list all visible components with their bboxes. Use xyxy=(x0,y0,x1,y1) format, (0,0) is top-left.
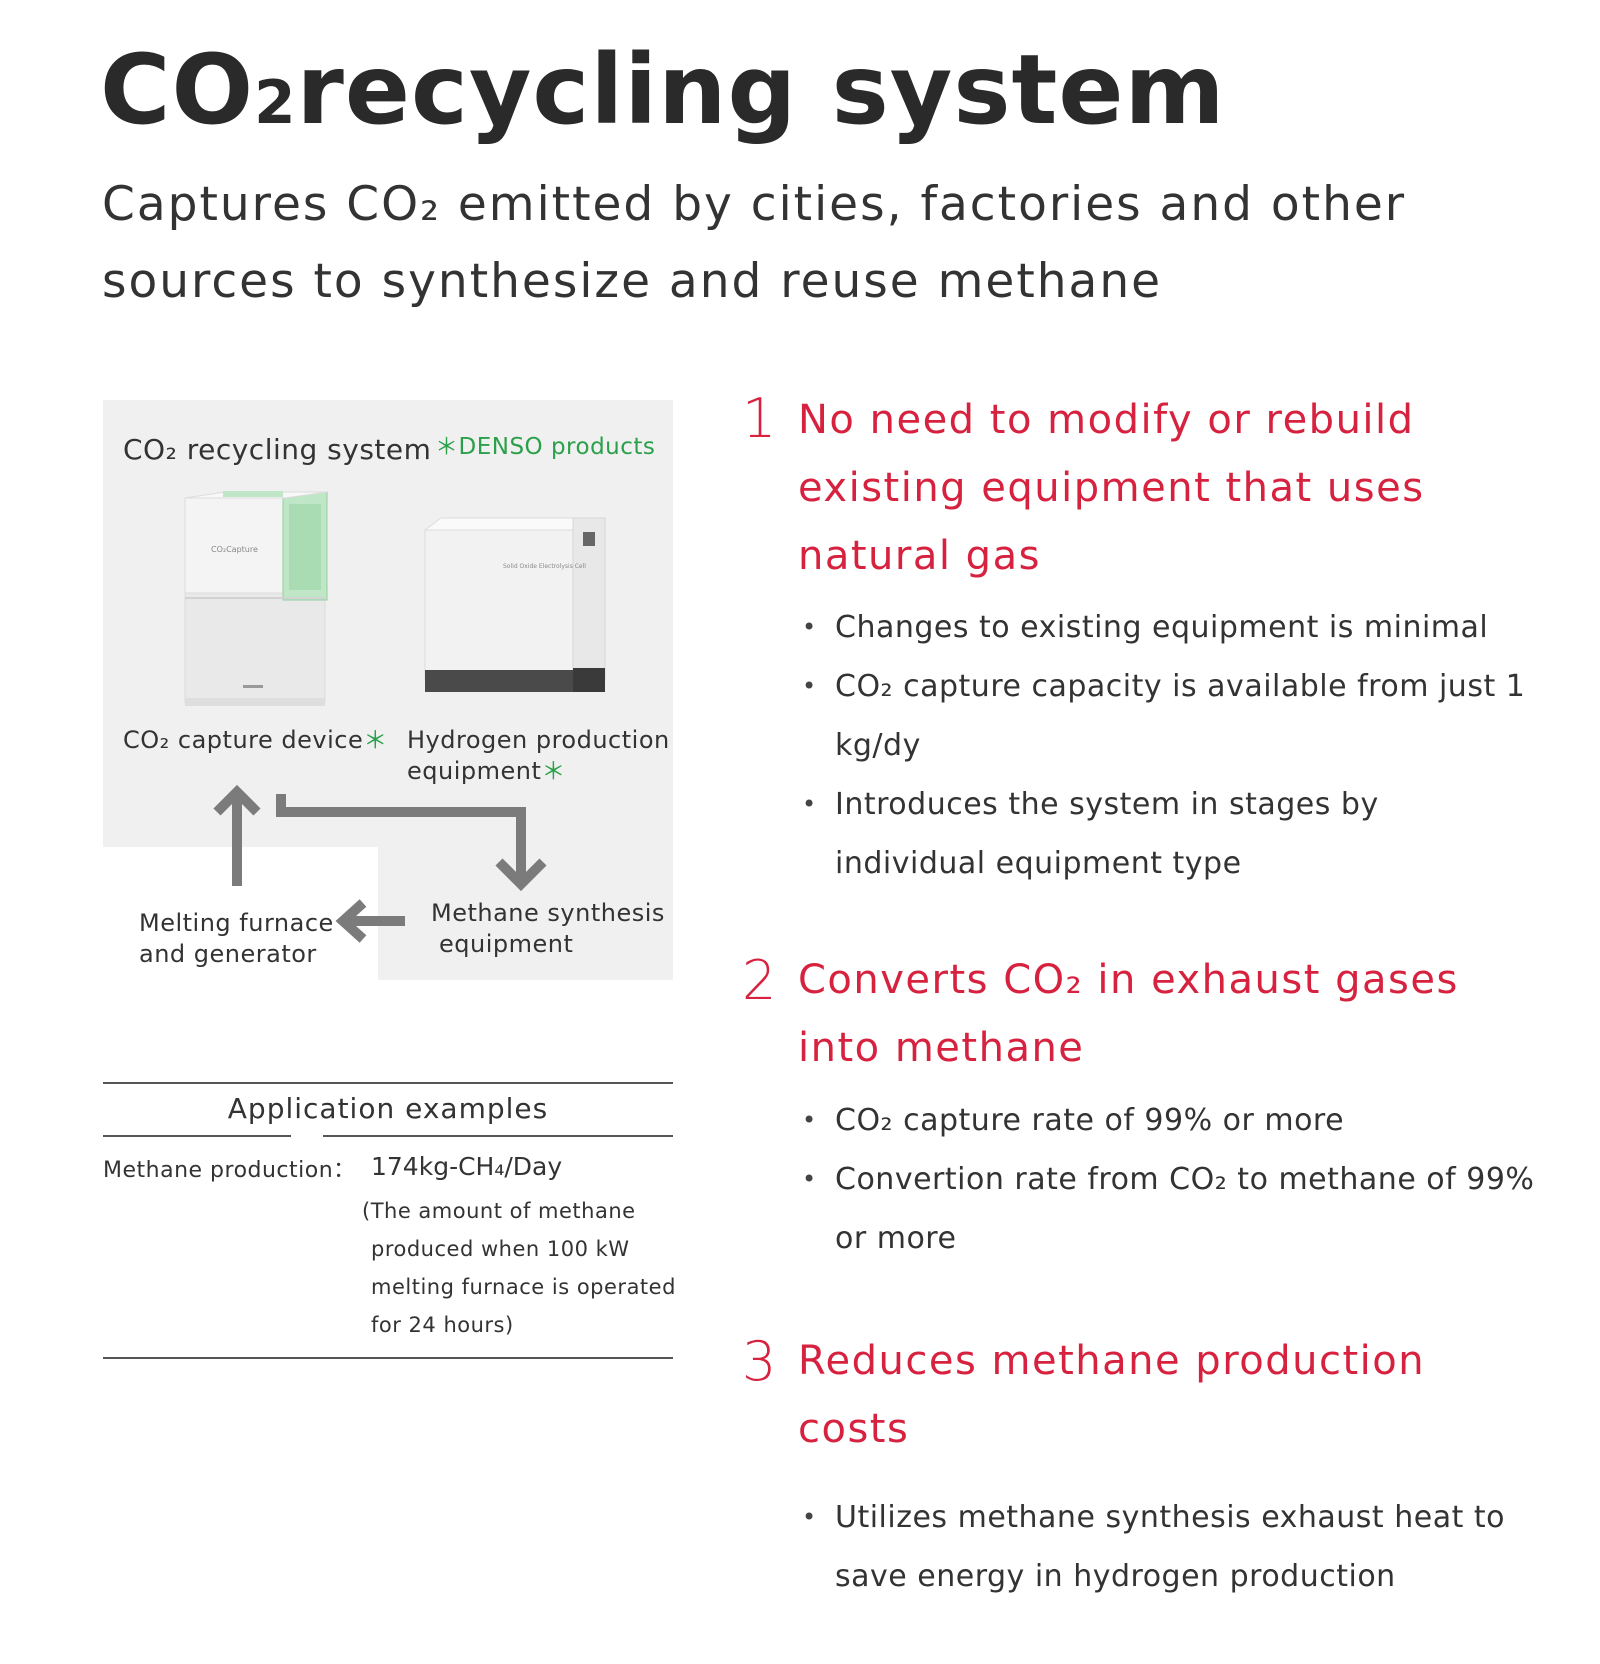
list-item: • Changes to existing equipment is minima… xyxy=(798,598,1538,657)
capture-device-asterisk: ＊ xyxy=(363,726,388,754)
bullet-text: CO₂ capture rate of 99% or more xyxy=(835,1103,1345,1138)
subtitle-line-2: sources to synthesize and reuse methane xyxy=(102,254,1163,309)
feature-3-number: 3 xyxy=(742,1330,777,1393)
feature-2-number: 2 xyxy=(742,949,777,1012)
list-item: • Utilizes methane synthesis exhaust heat… xyxy=(798,1488,1538,1606)
bullet-text: Changes to existing equipment is minimal xyxy=(835,610,1489,645)
bullet-icon: • xyxy=(802,1165,817,1193)
bullet-icon: • xyxy=(802,1503,817,1531)
list-item: • Convertion rate from CO₂ to methane of … xyxy=(798,1150,1538,1268)
furnace-label-line-1: Melting furnace xyxy=(139,909,334,937)
arrow-head-down-icon xyxy=(495,858,547,892)
feature-1-title: No need to modify or rebuild existing eq… xyxy=(798,386,1558,590)
methane-production-label: Methane production： xyxy=(103,1158,356,1183)
feature-2-title-line-2: into methane xyxy=(798,1025,1085,1071)
methane-label-line-2: equipment xyxy=(439,930,574,958)
capture-device-label: CO₂ capture device＊ xyxy=(123,725,388,756)
feature-3-title: Reduces methane production costs xyxy=(798,1327,1558,1463)
hydrogen-equipment-label: Hydrogen production equipment＊ xyxy=(407,725,670,787)
note-line-1: (The amount of methane xyxy=(362,1199,636,1223)
recycling-system-diagram: CO₂Capture Solid Oxide Electrolysis Cell… xyxy=(103,400,673,980)
capture-device-panel-label: CO₂Capture xyxy=(211,545,258,554)
feature-2-title: Converts CO₂ in exhaust gases into metha… xyxy=(798,946,1558,1082)
methane-production-note: (The amount of methane produced when 100… xyxy=(362,1192,682,1344)
app-under-rule-right xyxy=(323,1135,673,1137)
arrow-head-left-icon xyxy=(335,899,367,943)
flow-arrows xyxy=(213,784,547,943)
bullet-text: Convertion rate from CO₂ to methane of 9… xyxy=(835,1162,1535,1256)
app-top-rule xyxy=(103,1082,673,1084)
diagram-graphics: CO₂Capture Solid Oxide Electrolysis Cell xyxy=(103,400,673,980)
diagram-title: CO₂ recycling system xyxy=(123,433,432,466)
feature-3-title-line-1: Reduces methane production xyxy=(798,1338,1426,1384)
feature-2-bullets: • CO₂ capture rate of 99% or more • Conver… xyxy=(798,1091,1538,1268)
methane-synthesis-label: Methane synthesis equipment xyxy=(431,898,665,960)
hydrogen-panel-label: Solid Oxide Electrolysis Cell xyxy=(503,563,586,570)
title-rest: recycling system xyxy=(296,34,1226,146)
feature-1-title-line-1: No need to modify or rebuild xyxy=(798,397,1415,443)
subtitle-line-1: Captures CO₂ emitted by cities, factorie… xyxy=(102,177,1407,232)
page-subtitle: Captures CO₂ emitted by cities, factorie… xyxy=(102,166,1522,320)
hydrogen-label-line-2: equipment xyxy=(407,757,542,785)
hydrogen-equipment-image: Solid Oxide Electrolysis Cell xyxy=(423,517,606,692)
furnace-label-line-2: and generator xyxy=(139,940,317,968)
title-subscript: 2 xyxy=(254,69,297,138)
melting-furnace-label: Melting furnace and generator xyxy=(139,908,334,970)
feature-1-bullets: • Changes to existing equipment is minima… xyxy=(798,598,1538,893)
hydrogen-asterisk: ＊ xyxy=(541,757,566,785)
methane-production-value: 174kg-CH₄/Day xyxy=(371,1152,563,1181)
feature-1-number: 1 xyxy=(742,387,777,450)
bullet-icon: • xyxy=(802,613,817,641)
bullet-text: CO₂ capture capacity is available from j… xyxy=(835,669,1526,763)
note-line-2: produced when 100 kW xyxy=(371,1237,630,1261)
co2-capture-device-image: CO₂Capture xyxy=(184,491,328,706)
feature-1-title-line-2: existing equipment that uses xyxy=(798,465,1425,511)
arrow-capture-to-methane xyxy=(276,794,526,880)
arrow-head-up-icon xyxy=(213,784,261,816)
app-under-rule-left xyxy=(103,1135,291,1137)
note-line-4: for 24 hours) xyxy=(371,1313,514,1337)
application-examples-heading: Application examples xyxy=(227,1092,549,1125)
bullet-icon: • xyxy=(802,1106,817,1134)
list-item: • CO₂ capture rate of 99% or more xyxy=(798,1091,1538,1150)
methane-label-line-1: Methane synthesis xyxy=(431,899,665,927)
note-line-3: melting furnace is operated xyxy=(371,1275,676,1299)
feature-3-title-line-2: costs xyxy=(798,1406,910,1452)
bullet-icon: • xyxy=(802,790,817,818)
feature-1-title-line-3: natural gas xyxy=(798,533,1041,579)
hydrogen-label-line-1: Hydrogen production xyxy=(407,726,670,754)
page-title: CO2recycling system xyxy=(100,37,1226,144)
bullet-text: Introduces the system in stages by indiv… xyxy=(835,787,1379,881)
denso-products-note: ＊DENSO products xyxy=(435,434,656,460)
title-co: CO xyxy=(100,34,255,146)
app-bottom-rule xyxy=(103,1357,673,1359)
capture-device-label-text: CO₂ capture device xyxy=(123,726,364,754)
feature-2-title-line-1: Converts CO₂ in exhaust gases xyxy=(798,957,1459,1003)
feature-3-bullets: • Utilizes methane synthesis exhaust heat… xyxy=(798,1488,1538,1606)
bullet-text: Utilizes methane synthesis exhaust heat … xyxy=(835,1500,1505,1594)
list-item: • CO₂ capture capacity is available from … xyxy=(798,657,1538,775)
bullet-icon: • xyxy=(802,672,817,700)
list-item: • Introduces the system in stages by indi… xyxy=(798,775,1538,893)
